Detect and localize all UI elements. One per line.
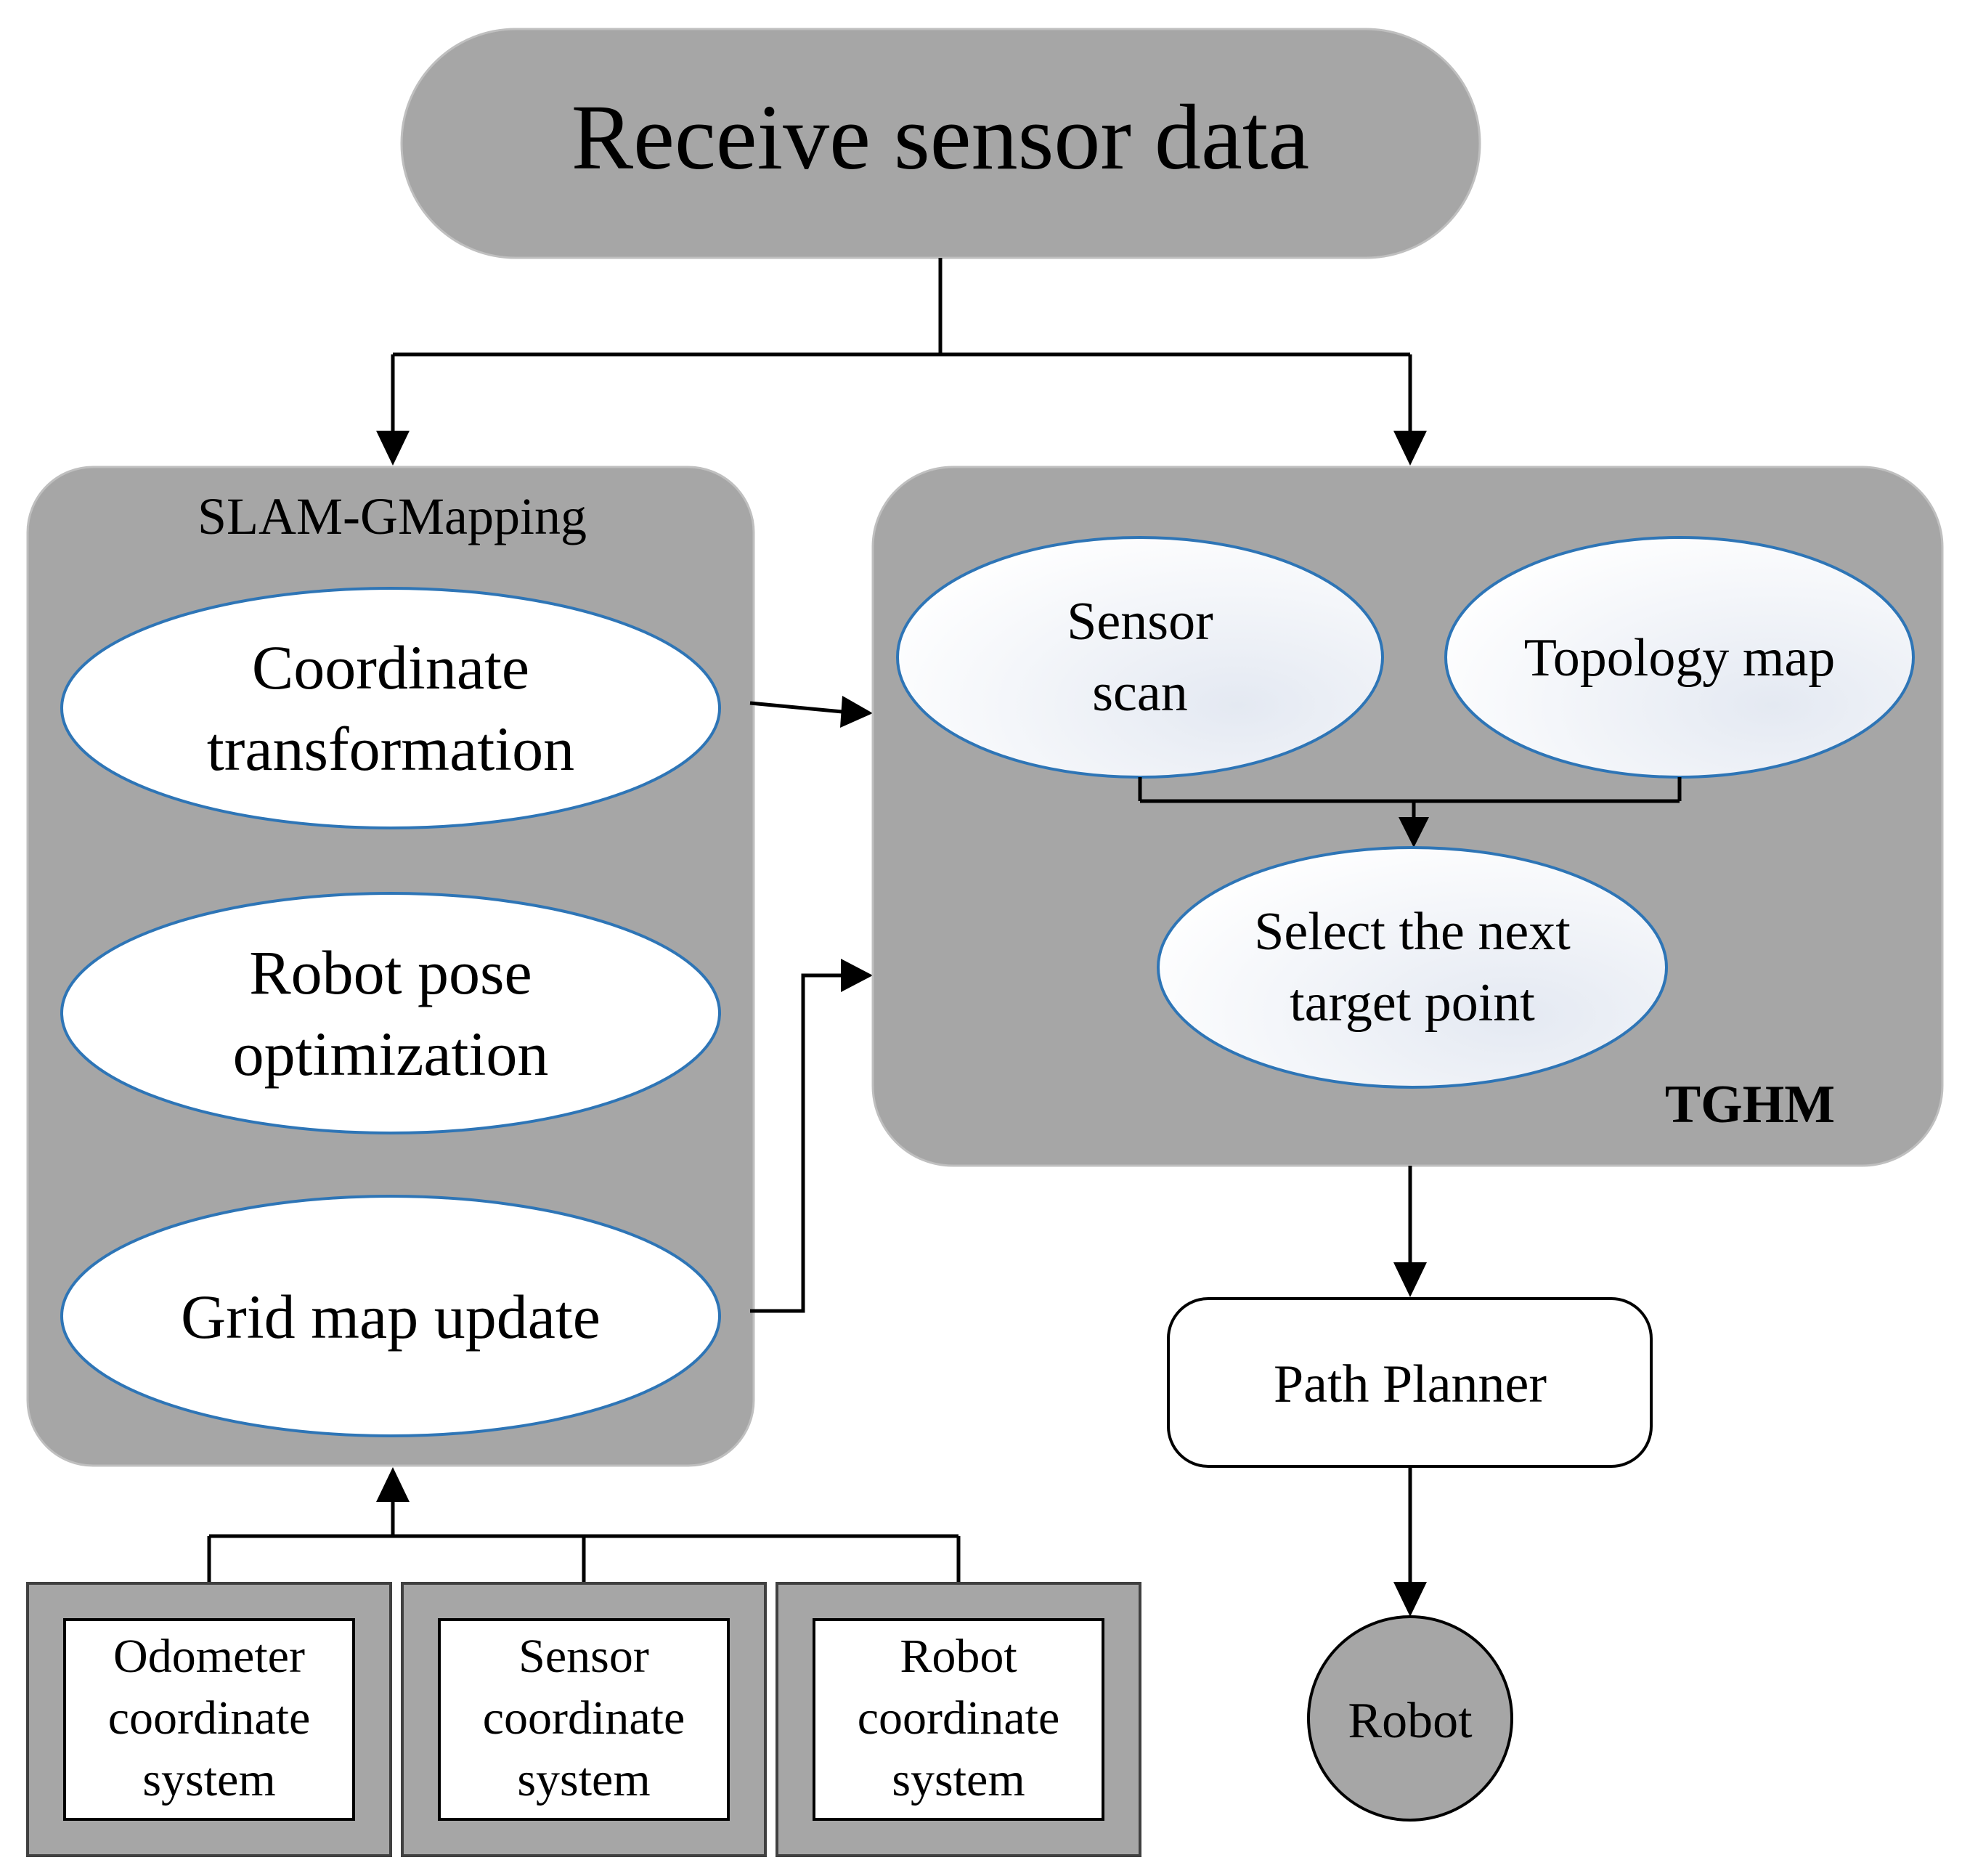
tghm-title: TGHM	[1665, 1075, 1835, 1134]
path-planner-node: Path Planner	[1167, 1297, 1653, 1468]
robot-cs-line1: Robot	[900, 1630, 1017, 1683]
robot-pose-optimization-line1: Robot pose	[249, 938, 532, 1007]
robot-pose-optimization-line2: optimization	[233, 1019, 549, 1089]
robot-node: Robot	[1307, 1615, 1513, 1822]
arrowhead-to-tghm	[1393, 431, 1427, 466]
sensor-scan-line1: Sensor	[1067, 592, 1213, 651]
grid-map-update-node: Grid map update	[60, 1195, 721, 1437]
receive-sensor-data-node: Receive sensor data	[400, 28, 1481, 259]
sensor-cs-line1: Sensor	[518, 1630, 649, 1683]
select-next-target-line1: Select the next	[1254, 902, 1571, 962]
robot-coordinate-system-box: Robot coordinate system	[776, 1582, 1141, 1857]
slam-gmapping-title: SLAM-GMapping	[198, 487, 587, 545]
robot-cs-line2: coordinate	[858, 1692, 1060, 1745]
arrowhead-coordinate-to-tghm	[840, 696, 873, 728]
path-planner-label: Path Planner	[1274, 1355, 1547, 1414]
arrowhead-to-robot	[1393, 1582, 1427, 1617]
odometer-line2: coordinate	[108, 1692, 311, 1745]
topology-map-label: Topology map	[1524, 628, 1836, 688]
topology-map-node: Topology map	[1444, 536, 1915, 779]
coordinate-transformation-node: Coordinate transformation	[60, 587, 721, 829]
arrowhead-to-select-target	[1399, 817, 1429, 848]
robot-label: Robot	[1348, 1693, 1473, 1749]
robot-pose-optimization-node: Robot pose optimization	[60, 892, 721, 1134]
select-next-target-node: Select the next target point	[1157, 846, 1668, 1089]
merge-connector	[1138, 777, 1682, 848]
sensor-cs-line2: coordinate	[483, 1692, 685, 1745]
arrowhead-to-slam	[376, 431, 410, 466]
grid-map-update-label: Grid map update	[181, 1282, 601, 1352]
slam-to-tghm-connectors	[749, 696, 873, 1313]
sensor-cs-line3: system	[517, 1753, 650, 1806]
odometer-line1: Odometer	[113, 1630, 305, 1683]
tghm-panel: Sensor scan Topology map Select the next…	[871, 466, 1944, 1167]
top-split-connector	[376, 258, 1427, 466]
sensor-scan-node: Sensor scan	[896, 536, 1384, 779]
coordinate-transformation-line1: Coordinate	[252, 633, 529, 702]
sensor-coordinate-system-box: Sensor coordinate system	[401, 1582, 767, 1857]
odometer-line3: system	[142, 1753, 275, 1806]
receive-sensor-data-label: Receive sensor data	[571, 86, 1309, 189]
path-planner-to-robot-connector	[1393, 1466, 1427, 1617]
arrowhead-to-path-planner	[1393, 1262, 1427, 1297]
robot-cs-line3: system	[892, 1753, 1025, 1806]
sensor-scan-line2: scan	[1092, 663, 1188, 723]
tghm-to-path-planner-connector	[1393, 1166, 1427, 1297]
select-next-target-line2: target point	[1290, 973, 1535, 1033]
arrowhead-gridmap-to-tghm	[841, 959, 873, 992]
coordinate-transformation-line2: transformation	[207, 714, 574, 784]
arrowhead-to-slam-bottom	[376, 1467, 410, 1502]
odometer-coordinate-system-box: Odometer coordinate system	[26, 1582, 392, 1857]
coordinate-systems-connector	[207, 1467, 961, 1583]
slam-gmapping-panel: SLAM-GMapping Coordinate transformation …	[26, 466, 755, 1467]
